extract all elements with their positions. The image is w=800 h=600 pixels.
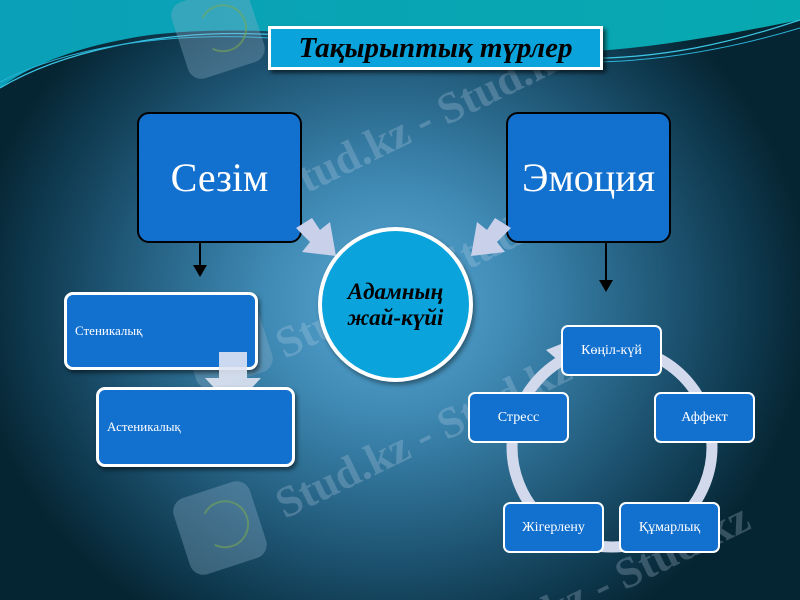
center-line1: Адамның [347, 278, 444, 304]
sezim-label: Сезім [170, 155, 269, 200]
title-box: Тақырыптық түрлер [268, 26, 603, 70]
cycle-item-stress: Стресс [468, 392, 569, 443]
stenic-box: Стеникалық [64, 292, 258, 370]
arrow-down-left [193, 243, 207, 277]
center-circle: Адамның жай-күйі [318, 227, 473, 382]
arrow-down-right [599, 243, 613, 292]
astenic-box: Астеникалық [96, 387, 295, 467]
cycle-item-affect: Аффект [654, 392, 755, 443]
sezim-box: Сезім [137, 112, 302, 243]
cycle-item-passion: Құмарлық [619, 502, 720, 553]
cycle-item-inspiration: Жігерлену [503, 502, 604, 553]
center-line2: жай-күйі [347, 304, 444, 330]
emotion-box: Эмоция [506, 112, 671, 243]
astenic-label: Астеникалық [107, 419, 181, 434]
emotion-label: Эмоция [522, 155, 655, 200]
watermark-logo [167, 0, 269, 83]
watermark-logo [169, 477, 271, 579]
slide-title: Тақырыптық түрлер [298, 31, 573, 64]
stenic-label: Стеникалық [75, 323, 143, 338]
cycle-item-mood: Көңіл-күй [561, 325, 662, 376]
